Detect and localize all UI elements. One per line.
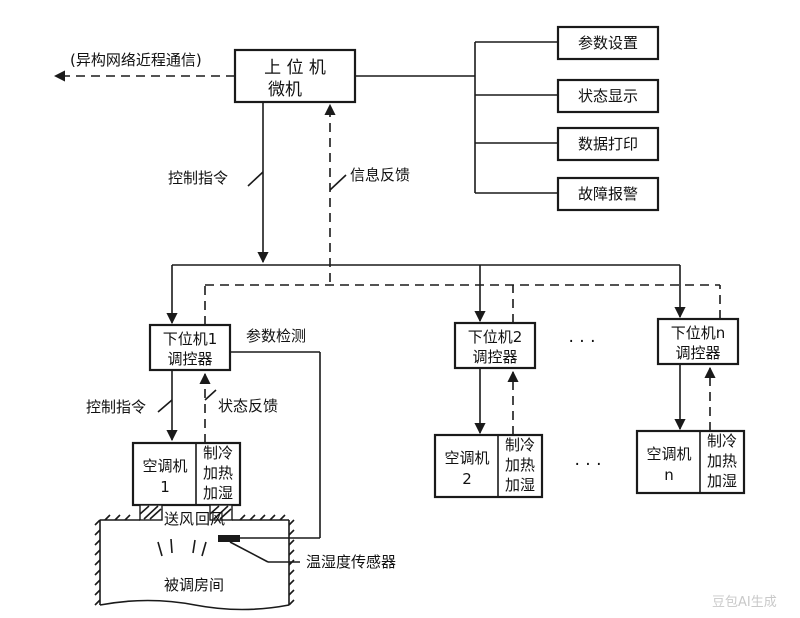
ac-unit-n: 空调机 n 制冷 加热 加湿	[635, 429, 746, 495]
ac-number: 2	[462, 470, 472, 488]
status-feedback-label: 状态反馈	[218, 397, 278, 415]
function-fault-alarm: 故障报警	[556, 176, 660, 212]
ac-func-heat: 加热	[707, 452, 737, 470]
function-label: 状态显示	[578, 87, 638, 105]
sensor-label: 温湿度传感器	[306, 553, 396, 571]
slave-controller-2: 下位机2 调控器	[453, 321, 537, 370]
slave-subtitle: 调控器	[167, 350, 212, 368]
supply-air-label: 送风	[164, 510, 194, 528]
ac-unit-2: 空调机 2 制冷 加热 加湿	[433, 433, 544, 499]
slave-controller-n: 下位机n 调控器	[656, 317, 740, 366]
function-label: 参数设置	[578, 34, 638, 52]
return-air-label: 回风	[195, 510, 225, 528]
slave-title: 下位机2	[468, 328, 523, 346]
temp-humidity-sensor	[218, 535, 240, 542]
function-label: 数据打印	[578, 135, 638, 153]
ac-number: n	[664, 466, 674, 484]
ac-ellipsis: · · ·	[574, 455, 601, 475]
remote-comm-label: (异构网络近程通信)	[70, 51, 202, 69]
ac-func-cool: 制冷	[707, 432, 737, 450]
ac-func-humidify: 加湿	[707, 472, 737, 490]
ac-name: 空调机	[646, 445, 691, 463]
ac-unit-1: 空调机 1 制冷 加热 加湿	[131, 441, 242, 507]
watermark: 豆包AI生成	[712, 595, 777, 610]
slave-subtitle: 调控器	[675, 344, 720, 362]
function-status-display: 状态显示	[556, 78, 660, 114]
host-title: 上 位 机	[264, 58, 326, 78]
ac-func-humidify: 加湿	[505, 476, 535, 494]
host-subtitle: 微机	[268, 80, 302, 100]
control-cmd-label-2: 控制指令	[86, 398, 146, 416]
function-label: 故障报警	[578, 185, 638, 203]
slaves-ellipsis: · · ·	[568, 332, 595, 352]
ac-name: 空调机	[444, 449, 489, 467]
ac-number: 1	[160, 478, 170, 496]
slave-controller-1: 下位机1 调控器	[148, 323, 232, 372]
function-param-setting: 参数设置	[556, 25, 660, 61]
function-data-print: 数据打印	[556, 126, 660, 162]
ac-func-humidify: 加湿	[203, 484, 233, 502]
info-feedback-label: 信息反馈	[350, 166, 410, 184]
ac-func-heat: 加热	[203, 464, 233, 482]
ac-func-cool: 制冷	[203, 444, 233, 462]
ac-func-cool: 制冷	[505, 436, 535, 454]
slave-title: 下位机n	[671, 324, 726, 342]
slave-subtitle: 调控器	[472, 348, 517, 366]
ac-func-heat: 加热	[505, 456, 535, 474]
slave-title: 下位机1	[163, 330, 218, 348]
host-computer: 上 位 机 微机	[233, 48, 357, 104]
conditioned-room: 送风 回风 被调房间	[94, 504, 295, 611]
control-cmd-label: 控制指令	[168, 169, 228, 187]
room-label: 被调房间	[164, 576, 224, 594]
param-detect-label: 参数检测	[246, 327, 306, 345]
ac-name: 空调机	[142, 457, 187, 475]
